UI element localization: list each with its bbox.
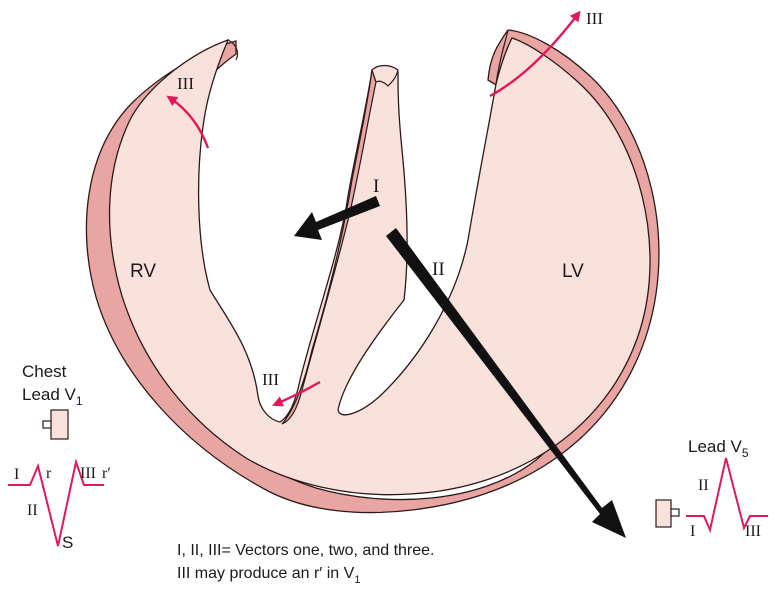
lead-v1-wave-r: r [46,465,52,482]
lead-v1-wave-iii: III [80,465,96,482]
lead-v1-wave-ii: II [27,502,38,519]
lead-v1-wave-i: I [14,466,19,483]
lead-v1-title-line1: Chest [22,362,67,381]
vector-iii-septum-label: III [262,370,279,389]
rv-label: RV [130,261,156,282]
lead-v1-electrode [51,410,68,439]
lead-v5-trace [686,458,768,530]
lv-label: LV [562,261,584,282]
lead-v1-panel: Chest Lead V1 I r III r′ II S [8,362,111,552]
lead-v5-wave-ii: II [698,477,709,494]
vector-iii-lv-label: III [586,9,603,28]
lead-v1-wave-s: S [62,533,73,552]
lead-v5-panel: Lead V5 II I III [656,437,768,540]
lead-v5-wave-i: I [690,523,695,540]
lead-v5-electrode-tab [671,509,679,516]
lead-v1-electrode-tab [43,421,51,428]
caption-line2: III may produce an r′ in V1 [177,565,360,586]
vector-iii-rv-label: III [177,74,194,93]
lead-v1-wave-r-prime: r′ [102,465,111,482]
lead-v5-wave-iii: III [745,523,761,540]
lead-v5-electrode [656,500,671,527]
vector-i-label: I [373,176,379,197]
caption-line1: I, II, III= Vectors one, two, and three. [177,542,434,559]
lead-v1-title-line2: Lead V1 [22,385,83,408]
vector-ii-label: II [432,259,445,280]
lead-v5-title: Lead V5 [688,437,749,460]
